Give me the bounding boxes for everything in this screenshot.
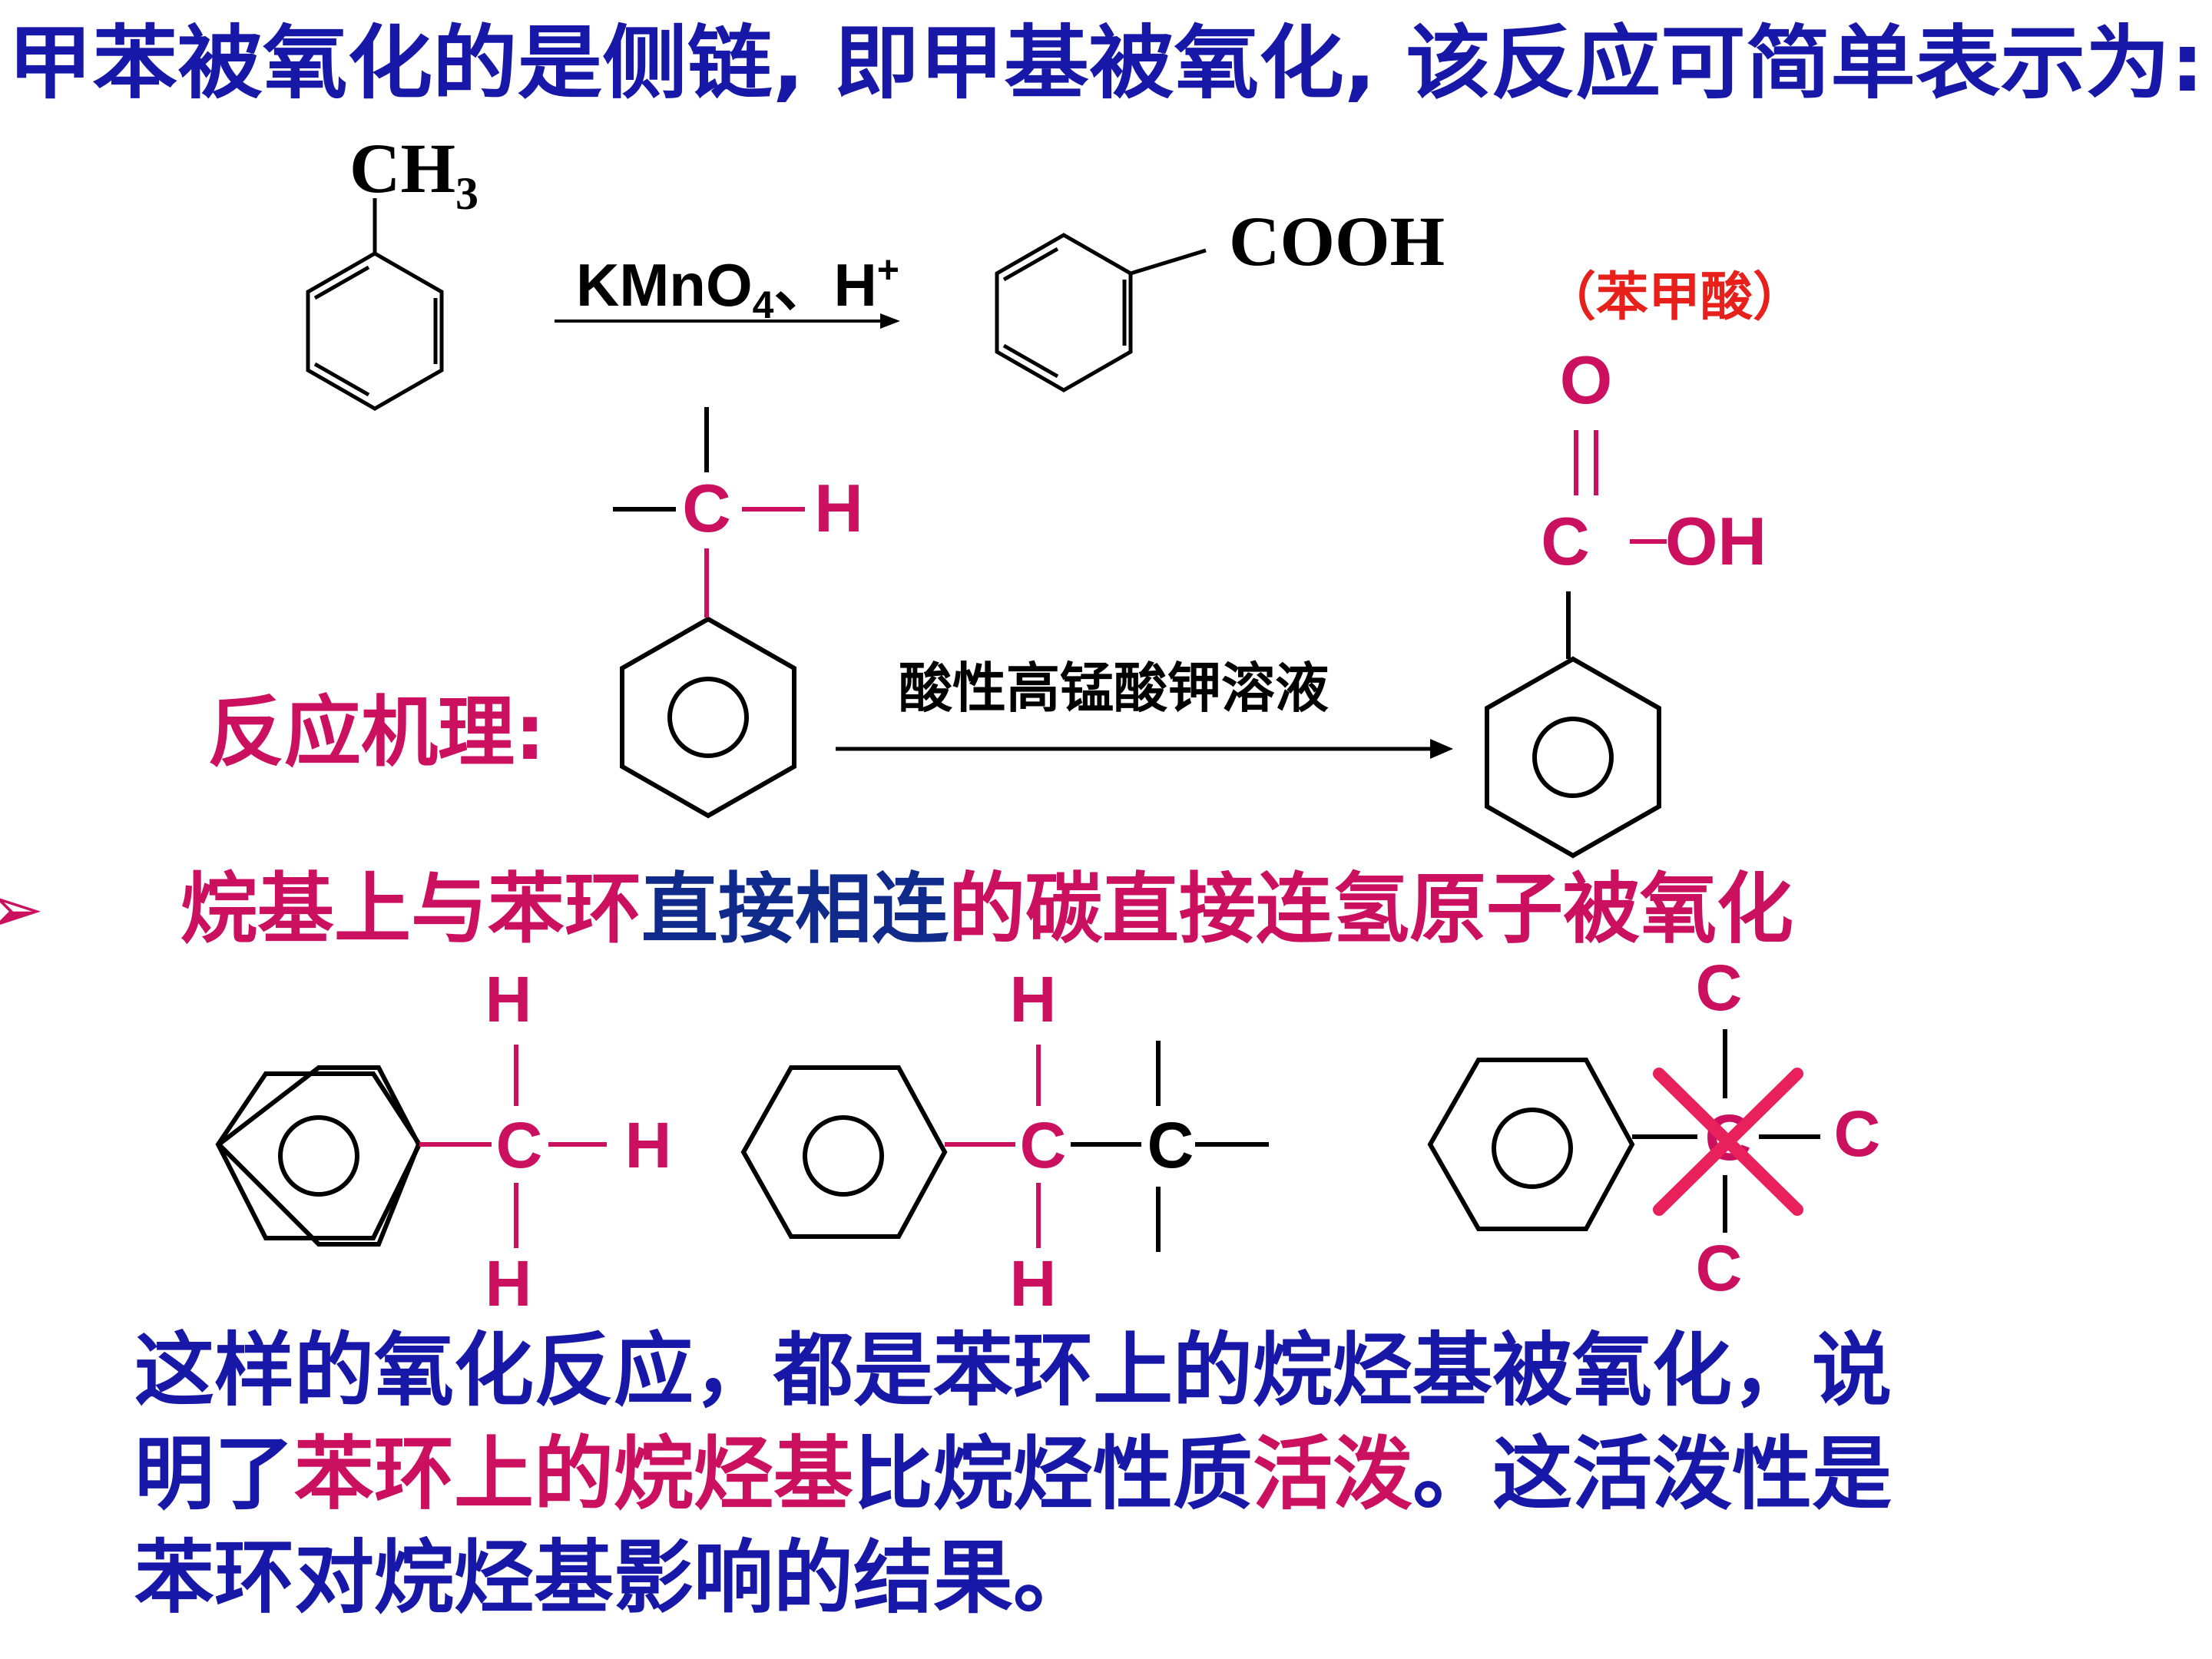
example-3-right-carbon: C: [1834, 1098, 1881, 1170]
example-3-bottom-carbon: C: [1696, 1232, 1743, 1304]
mechanism-oxygen-atom: O: [1560, 342, 1612, 418]
example-2-alpha-carbon: C: [1020, 1109, 1067, 1181]
example-1-ring: [215, 1071, 422, 1240]
mechanism-label: 反应机理:: [207, 687, 545, 777]
benzoic-acid-structure: [995, 233, 1207, 392]
rule-bullet: ➢: [0, 869, 44, 950]
conclusion-line-1: 这样的氧化反应，都是苯环上的烷烃基被氧化，说: [134, 1323, 1892, 1417]
example-3-top-carbon: C: [1696, 952, 1743, 1024]
mechanism-carboxyl-carbon: C: [1541, 503, 1590, 579]
example-2-beta-carbon: C: [1147, 1109, 1194, 1181]
benzoic-acid-name: （苯甲酸）: [1544, 267, 1805, 328]
example-1-right-hydrogen: H: [625, 1109, 672, 1181]
mechanism-product-ring: [1485, 656, 1661, 859]
oxidant-label: KMnO4、H+: [576, 248, 899, 326]
mechanism-reactant-bonds: [613, 407, 805, 618]
example-2-top-hydrogen: H: [1010, 963, 1057, 1035]
example-3-ring: [1427, 1058, 1635, 1231]
methyl-group-label: CH3: [349, 129, 478, 219]
mechanism-hydrogen-atom: H: [814, 470, 863, 546]
example-2-bonds: [945, 1041, 1269, 1252]
example-2-ring: [740, 1065, 948, 1239]
example-1-bonds: [419, 1045, 607, 1248]
example-1-top-hydrogen: H: [485, 963, 532, 1035]
example-3-bonds: [1632, 1029, 1820, 1233]
toluene-structure: [306, 198, 444, 411]
slide-title: 甲苯被氧化的是侧链, 即甲基被氧化, 该反应可简单表示为:: [8, 16, 2204, 110]
mechanism-reagent-label: 酸性高锰酸钾溶液: [899, 657, 1329, 720]
carboxyl-group-label: COOH: [1229, 202, 1445, 280]
example-1-bottom-hydrogen: H: [485, 1247, 532, 1320]
mechanism-hydroxyl-label: OH: [1665, 503, 1767, 579]
cross-out-mark: [1653, 1068, 1803, 1216]
conclusion-line-3: 苯环对烷烃基影响的结果。: [134, 1531, 1093, 1624]
mechanism-product-bonds: [1566, 430, 1667, 659]
conclusion-line-2: 明了苯环上的烷烃基比烷烃性质活泼。这活泼性是: [134, 1427, 1892, 1521]
mechanism-carbon-atom: C: [682, 470, 731, 546]
reaction-arrow-1: [555, 313, 900, 329]
mechanism-reactant-ring: [620, 616, 796, 819]
example-1-carbon: C: [496, 1109, 543, 1181]
rule-statement: 烷基上与苯环直接相连的碳直接连氢原子被氧化: [180, 864, 1793, 954]
reaction-arrow-2: [836, 739, 1453, 759]
example-2-bottom-hydrogen: H: [1010, 1247, 1057, 1320]
